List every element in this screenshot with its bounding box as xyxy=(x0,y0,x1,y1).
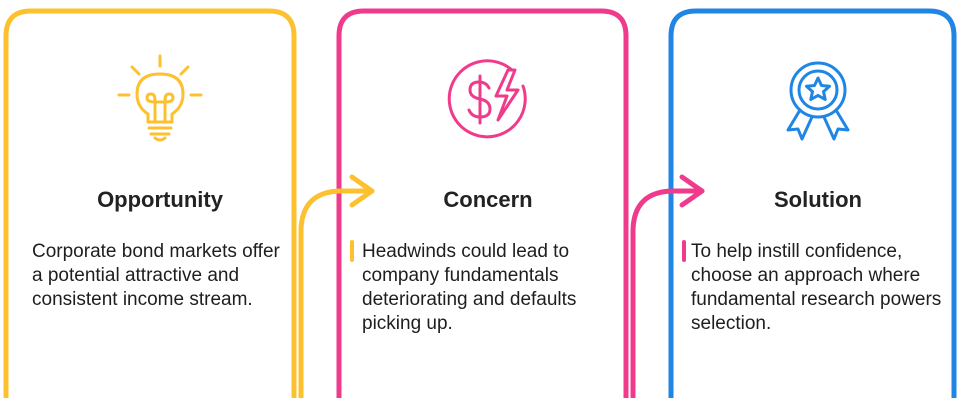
award-star-icon xyxy=(768,50,868,150)
card-title: Solution xyxy=(774,187,862,212)
arrow-head-icon xyxy=(679,174,705,208)
solution-card-frame xyxy=(668,8,957,398)
connector-opportunity-concern xyxy=(298,188,375,398)
connector-concern-solution xyxy=(630,188,705,398)
arrow-head-icon xyxy=(349,174,375,208)
dollar-lightning-icon xyxy=(438,50,538,150)
concern-card-frame xyxy=(336,8,629,398)
card-title: Opportunity xyxy=(97,187,223,212)
opportunity-card-frame xyxy=(3,8,297,398)
concern-card: Concern Headwinds could lead to company … xyxy=(353,0,623,398)
opportunity-card: Opportunity Corporate bond markets offer… xyxy=(25,0,295,398)
card-title: Concern xyxy=(443,187,533,212)
card-body: Corporate bond markets offer a potential… xyxy=(32,241,280,310)
solution-card: Solution To help instill confidence, cho… xyxy=(683,0,953,398)
lightbulb-icon xyxy=(110,50,210,150)
card-body: To help instill confidence, choose an ap… xyxy=(691,241,942,334)
card-body: Headwinds could lead to company fundamen… xyxy=(362,241,577,334)
